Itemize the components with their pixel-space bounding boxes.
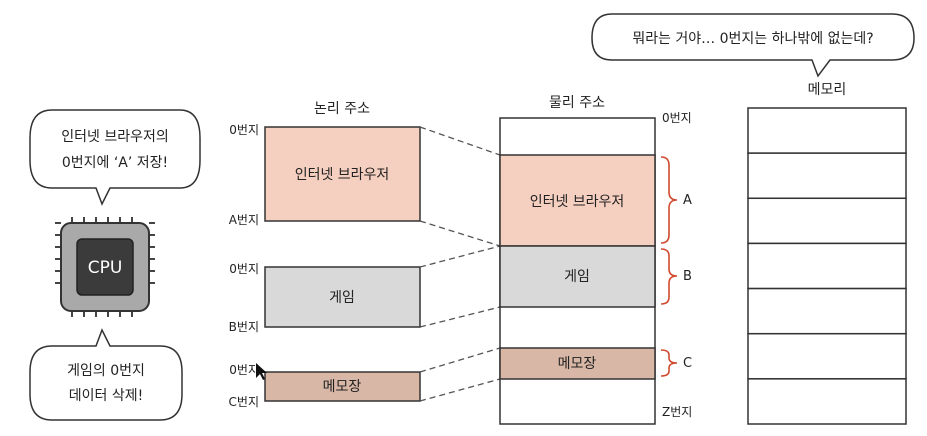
physical-segment-browser <box>499 154 656 247</box>
logical-address-title: 논리 주소 <box>314 101 370 117</box>
physical-segment-game-label: 게임 <box>564 269 590 285</box>
logical-block-browser <box>264 126 421 222</box>
cpu-bottom-bubble-line1: 게임의 0번지 <box>67 363 145 379</box>
physical-end-label: Z번지 <box>662 405 692 419</box>
logical-game-end-label: B번지 <box>229 320 259 334</box>
logical-memo-end-label: C번지 <box>229 395 259 409</box>
memory-cell <box>747 152 907 200</box>
cpu-bottom-speech-bubble: 게임의 0번지 데이터 삭제! <box>29 328 183 421</box>
memory-rows <box>747 107 907 425</box>
memory-cell <box>747 107 907 154</box>
cpu-bottom-bubble-line2: 데이터 삭제! <box>69 388 143 404</box>
logical-browser-start-label: 0번지 <box>229 123 259 137</box>
logical-memo-start-label: 0번지 <box>229 363 259 377</box>
physical-segment-memo <box>499 347 656 380</box>
memory-bubble-text: 뭐라는 거야… 0번지는 하나밖에 없는데? <box>632 31 873 47</box>
memory-speech-bubble: 뭐라는 거야… 0번지는 하나밖에 없는데? <box>591 13 915 78</box>
cpu-chip: CPU <box>55 217 155 317</box>
brace-a <box>660 156 678 244</box>
logical-block-memo-label: 메모장 <box>323 379 362 395</box>
memory-cell <box>747 242 907 290</box>
cpu-label: CPU <box>88 258 123 278</box>
memory-cell <box>747 332 907 380</box>
brace-label-b: B <box>683 269 692 284</box>
logical-browser-end-label: A번지 <box>229 213 259 227</box>
logical-block-game-label: 게임 <box>329 290 355 306</box>
cpu-top-speech-bubble: 인터넷 브라우저의 0번지에 ‘A’ 저장! <box>29 109 201 206</box>
physical-segment-game <box>499 245 656 308</box>
memory-cell <box>747 287 907 335</box>
logical-block-game <box>264 266 421 328</box>
logical-block-memo <box>264 371 421 402</box>
cpu-top-bubble-line1: 인터넷 브라우저의 <box>61 129 169 145</box>
brace-b <box>660 248 678 305</box>
mouse-cursor-icon <box>256 363 267 380</box>
cpu-top-bubble-line2: 0번지에 ‘A’ 저장! <box>62 155 168 171</box>
logical-block-browser-label: 인터넷 브라우저 <box>295 167 390 183</box>
physical-segment-memo-label: 메모장 <box>558 356 597 372</box>
brace-label-c: C <box>683 356 692 371</box>
mapping-lines <box>419 126 501 402</box>
physical-start-label: 0번지 <box>662 111 692 125</box>
brace-c <box>660 349 678 377</box>
memory-cell <box>747 378 907 425</box>
physical-braces <box>660 156 678 377</box>
memory-title: 메모리 <box>808 82 847 98</box>
logical-game-start-label: 0번지 <box>229 262 259 276</box>
physical-segment-browser-label: 인터넷 브라우저 <box>530 194 625 210</box>
brace-label-a: A <box>683 193 692 208</box>
physical-address-title: 물리 주소 <box>549 95 605 111</box>
memory-cell <box>747 197 907 245</box>
